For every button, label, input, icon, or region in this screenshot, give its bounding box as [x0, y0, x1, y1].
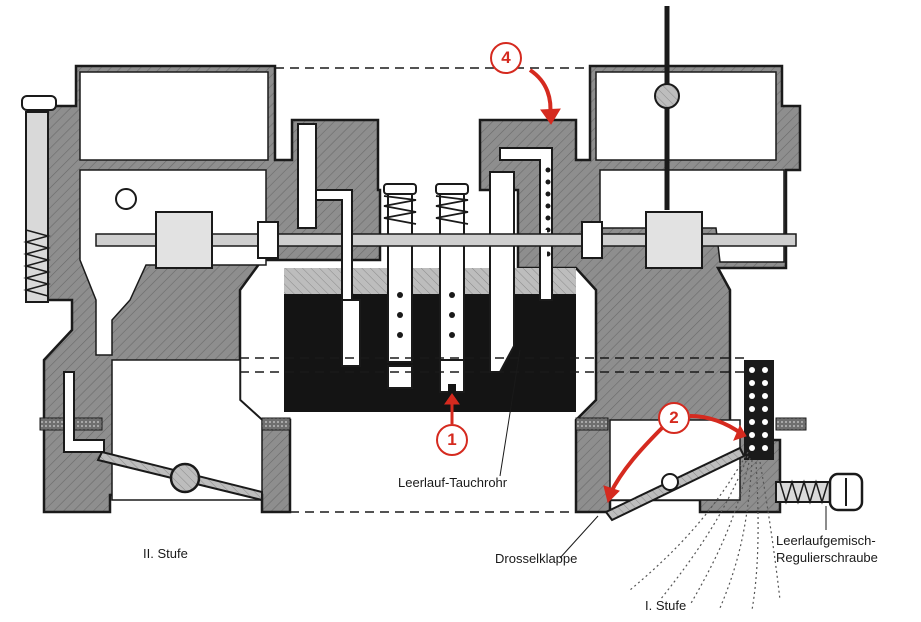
dashed-guides — [240, 67, 744, 513]
idle-mixture-screw-line-1: Leerlaufgemisch- — [776, 533, 876, 548]
idle-tube-label: Leerlauf-Tauchrohr — [398, 475, 508, 490]
idle-mixture-screw-label: Leerlaufgemisch- Regulierschraube — [776, 532, 878, 566]
marker-1: 1 — [436, 424, 468, 456]
throttle-valve-label: Drosselklappe — [495, 551, 578, 566]
stage-1-label: I. Stufe — [645, 598, 687, 613]
marker-2: 2 — [658, 402, 690, 434]
marker-4: 4 — [490, 42, 522, 74]
float-bowl — [95, 123, 797, 412]
idle-mixture-screw-line-2: Regulierschraube — [776, 550, 878, 565]
body-right — [478, 6, 864, 611]
leader-lines — [499, 349, 827, 559]
red-arrows — [444, 68, 747, 503]
stage-2-label: II. Stufe — [143, 546, 188, 561]
